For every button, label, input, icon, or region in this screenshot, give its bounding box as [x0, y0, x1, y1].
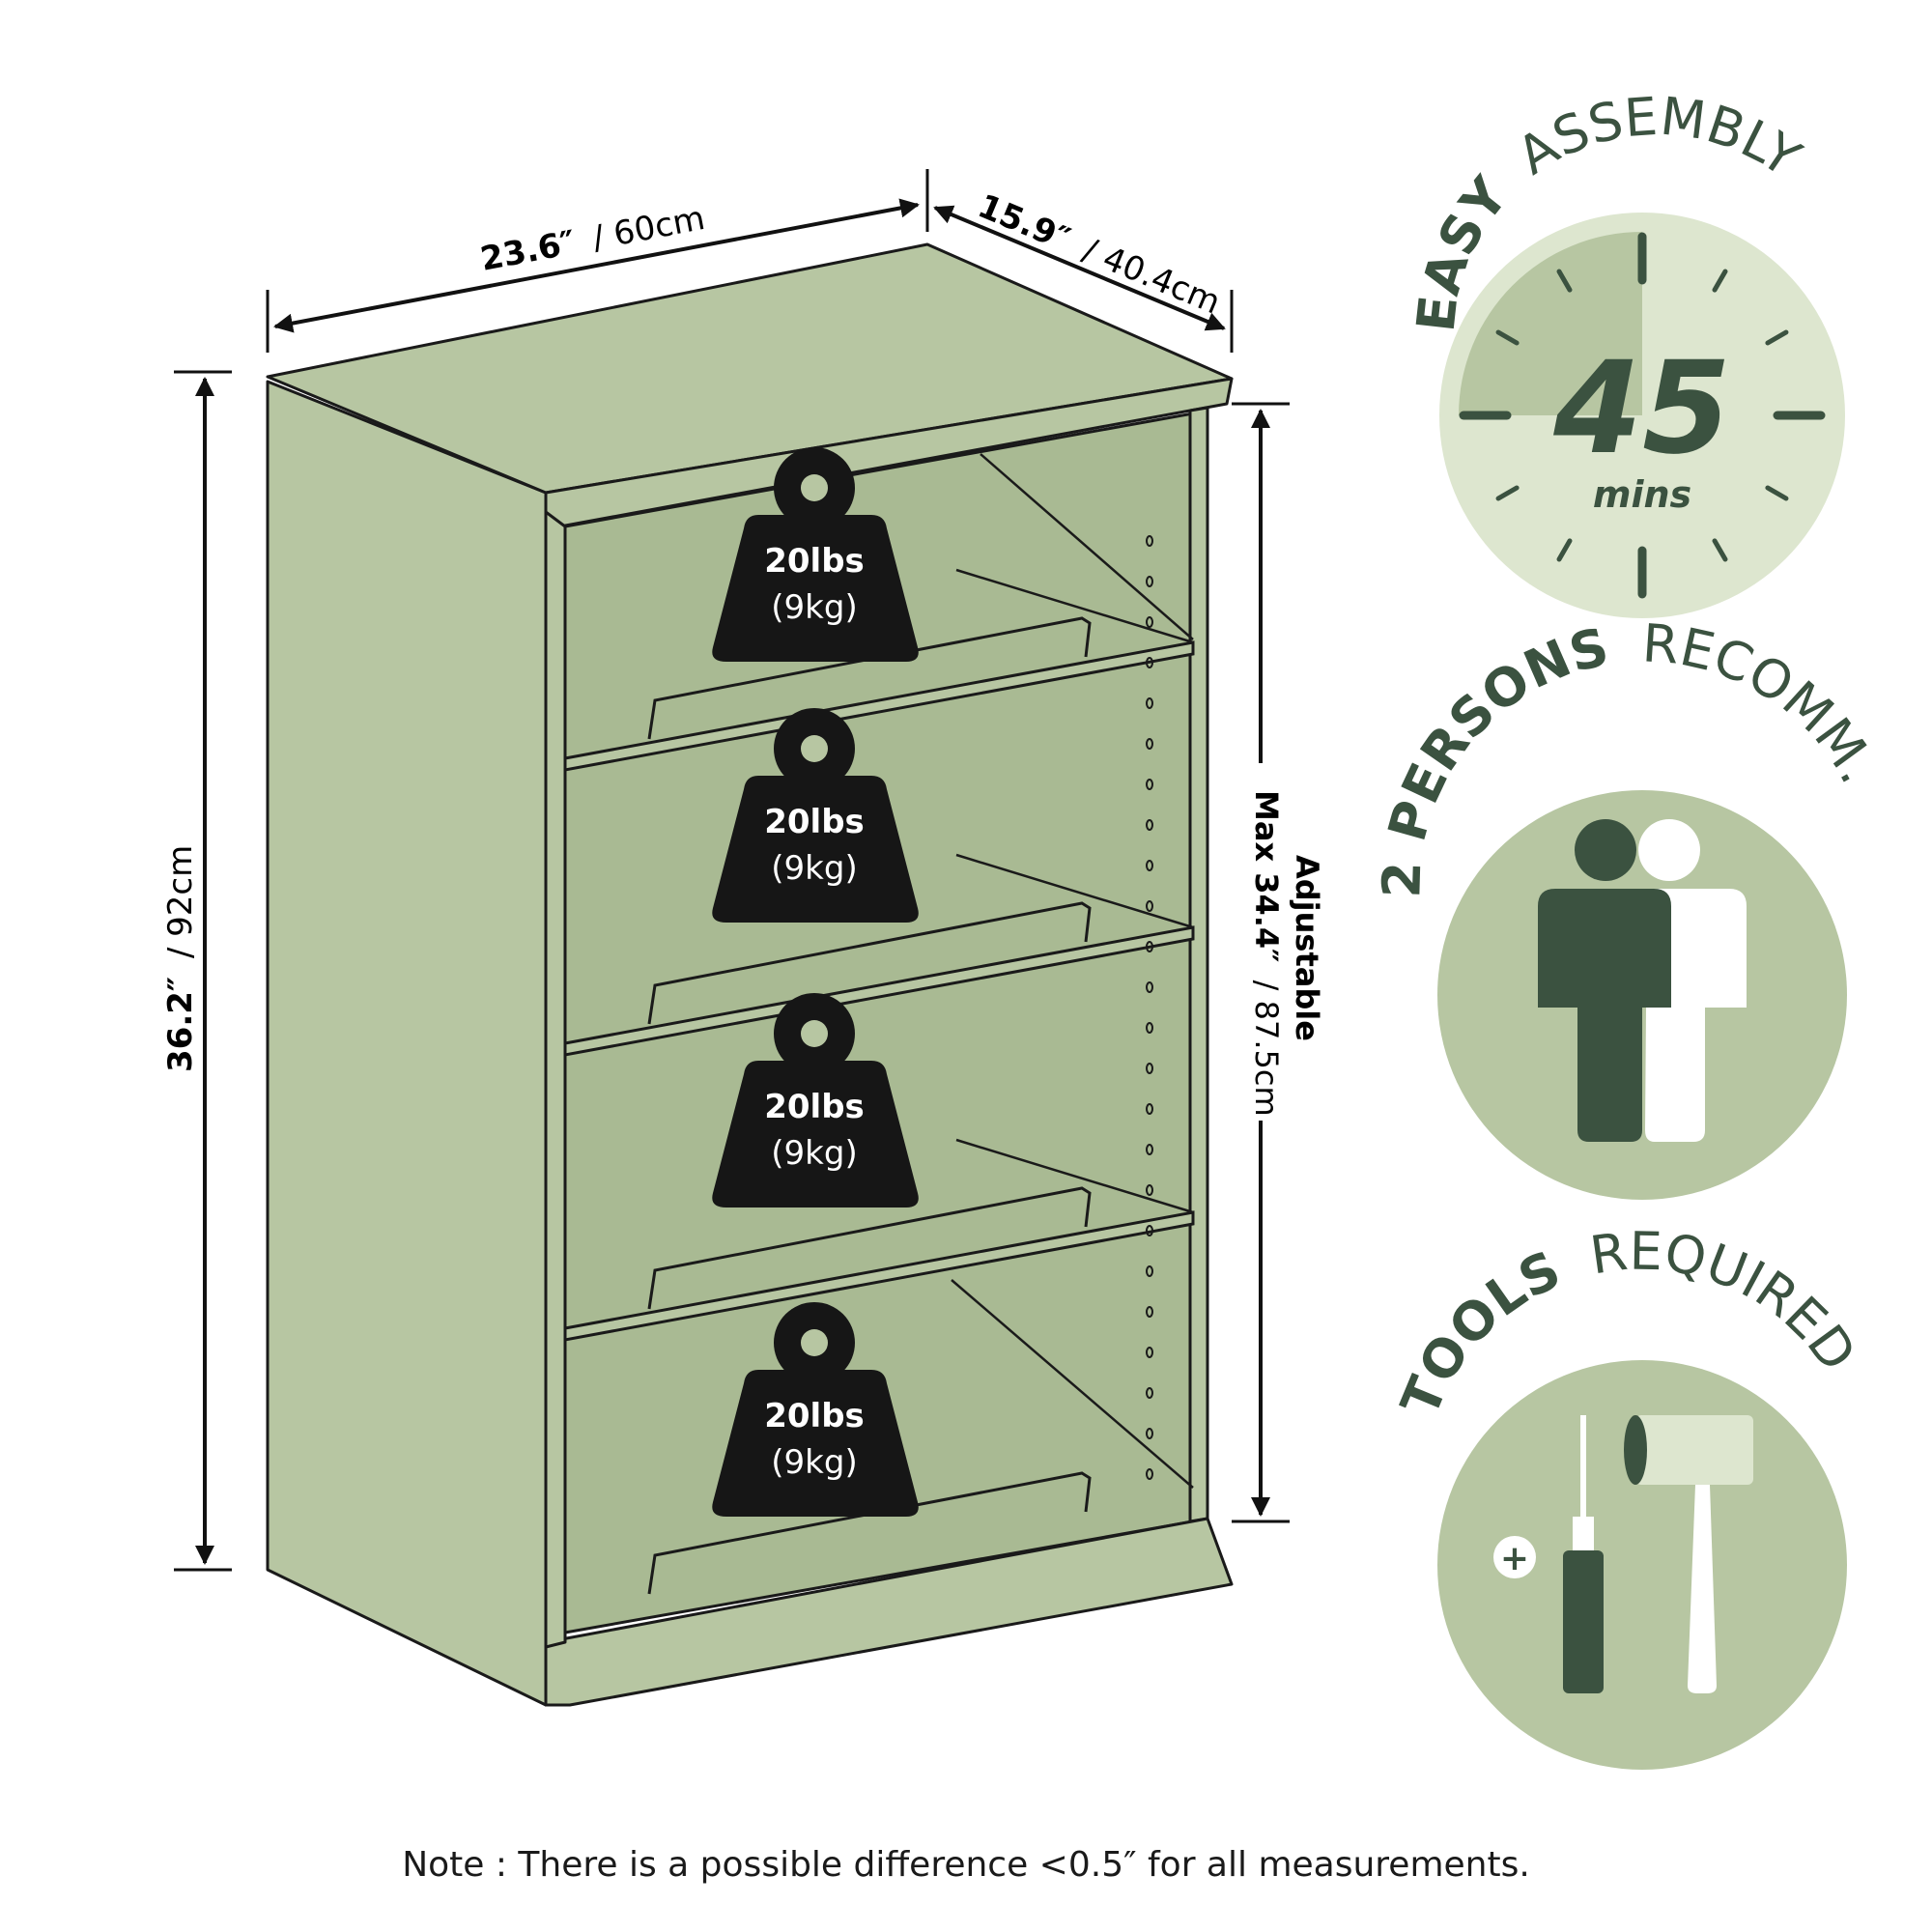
left-side-panel — [266, 380, 548, 1707]
dimension-height: 36.2″ / 92cm — [161, 370, 232, 1572]
weight-icon: 20lbs (9kg) — [712, 708, 919, 923]
adjustable-inches: Max 34.4″ — [1248, 790, 1285, 962]
adjustable-cm: / 87.5cm — [1248, 980, 1285, 1117]
assembly-unit: mins — [1593, 473, 1691, 516]
right-stile — [1188, 406, 1209, 1523]
weight-kg: (9kg) — [771, 1134, 857, 1173]
shelf — [563, 925, 1195, 1057]
screwdriver-hammer-icon: + — [1493, 1415, 1753, 1693]
shelves — [563, 453, 1195, 1595]
shelf — [563, 640, 1195, 772]
width-arrow — [273, 198, 920, 333]
weight-kg: (9kg) — [771, 1443, 857, 1482]
height-inches: 36.2″ — [161, 977, 200, 1072]
weight-lbs: 20lbs — [764, 1397, 865, 1435]
plus-icon — [1493, 1536, 1536, 1578]
shelf — [563, 1210, 1195, 1342]
depth-arrow — [933, 205, 1226, 331]
shelf-rail — [647, 1186, 1092, 1310]
easy-assembly-badge: 45 mins EASY ASSEMBLY — [1405, 85, 1845, 618]
weight-lbs: 20lbs — [764, 803, 865, 841]
two-persons-icon — [1538, 819, 1747, 1142]
weight-icon: 20lbs (9kg) — [712, 447, 919, 662]
weight-kg: (9kg) — [771, 849, 857, 888]
dimension-adjustable: Adjustable Max 34.4″ / 87.5cm — [1232, 402, 1325, 1523]
tools-title-light: REQUIRED — [1586, 1220, 1868, 1381]
assembly-minutes: 45 — [1552, 334, 1731, 483]
top-molding — [544, 377, 1234, 528]
weight-icon: 20lbs (9kg) — [712, 993, 919, 1208]
clock-ticks — [1459, 232, 1826, 599]
weight-kg: (9kg) — [771, 588, 857, 627]
plus-sign: + — [1500, 1539, 1529, 1578]
left-stile — [544, 510, 567, 1649]
persons-title-light: RECOMM. — [1640, 612, 1889, 793]
shelf-weight-labels: 20lbs (9kg) 20lbs (9kg) 20lbs (9kg) 20lbs (9kg) — [712, 447, 919, 1517]
height-cm: / 92cm — [161, 845, 200, 958]
measurement-note: Note : There is a possible difference <0… — [402, 1845, 1530, 1885]
shelf-pin-holes — [1146, 535, 1153, 1480]
shelf-rail — [647, 616, 1092, 740]
svg-text:36.2″ / 92cm: 36.2″ / 92cm — [161, 845, 200, 1072]
two-persons-badge: 2 PERSONS RECOMM. — [1371, 612, 1889, 1200]
svg-text:Max 34.4″ / 87.5cm: Max 34.4″ / 87.5cm — [1248, 790, 1285, 1117]
shelf-rail — [647, 1471, 1092, 1595]
weight-lbs: 20lbs — [764, 542, 865, 581]
tools-required-badge: + TOOLS REQUIRED — [1389, 1220, 1868, 1770]
bottom-base — [544, 1517, 1234, 1707]
shelf-rail — [647, 901, 1092, 1025]
clock-icon — [1459, 232, 1642, 415]
weight-lbs: 20lbs — [764, 1088, 865, 1126]
assembly-title-light: ASSEMBLY — [1507, 85, 1812, 189]
depth-inches: 15.9″ — [973, 186, 1076, 259]
weight-icon: 20lbs (9kg) — [712, 1302, 919, 1517]
adjustable-label: Adjustable — [1289, 855, 1325, 1041]
